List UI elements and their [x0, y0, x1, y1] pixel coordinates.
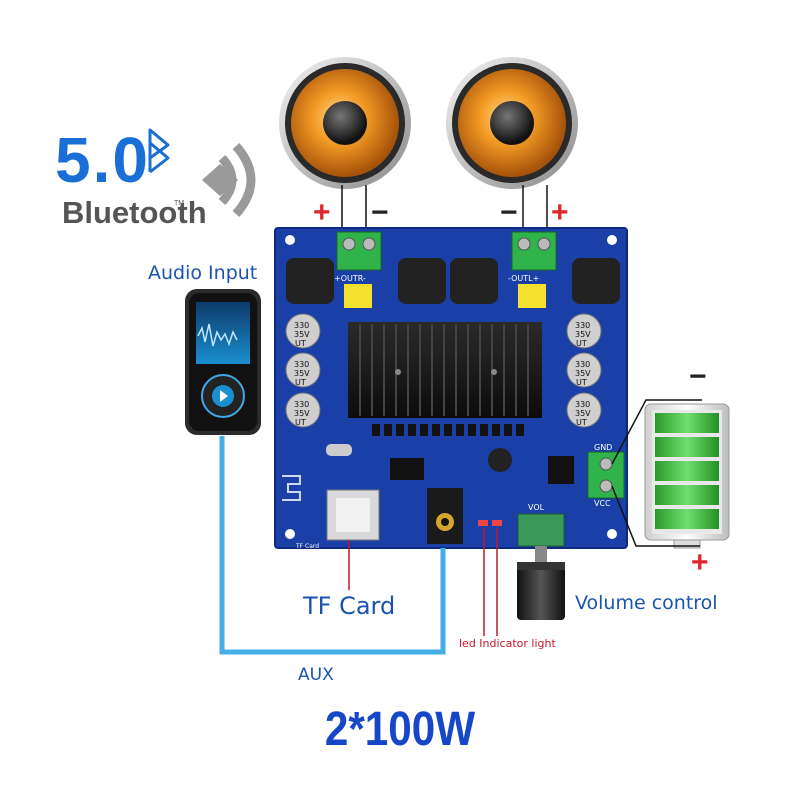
- svg-text:35V: 35V: [294, 409, 310, 418]
- battery-minus: −: [689, 360, 707, 393]
- board-vcc-label: VCC: [594, 499, 611, 508]
- audio-player-device: [185, 289, 261, 435]
- board-out-right-label: -OUTL+: [508, 274, 539, 283]
- svg-text:35V: 35V: [294, 369, 310, 378]
- volume-knob: [517, 546, 565, 620]
- right-speaker: [446, 57, 578, 189]
- battery-wires: [611, 399, 702, 547]
- svg-text:UT: UT: [576, 418, 587, 427]
- svg-text:330: 330: [575, 360, 590, 369]
- svg-text:35V: 35V: [294, 330, 310, 339]
- aux-cable: [219, 436, 446, 655]
- led-indicator-label: led Indicator light: [459, 637, 556, 650]
- amplifier-board: [274, 227, 628, 549]
- board-out-left-label: +OUTR-: [334, 274, 366, 283]
- audio-input-label: Audio Input: [148, 262, 258, 284]
- svg-text:330: 330: [575, 321, 590, 330]
- power-rating: 2*100W: [324, 703, 476, 756]
- right-speaker-minus: −: [500, 196, 518, 229]
- board-tf-label: TF Card: [295, 543, 319, 550]
- tf-card-label: TF Card: [303, 592, 396, 620]
- svg-text:UT: UT: [295, 339, 306, 348]
- svg-text:UT: UT: [576, 339, 587, 348]
- left-speaker-plus: +: [313, 196, 331, 229]
- svg-text:35V: 35V: [575, 409, 591, 418]
- bluetooth-trademark: TM: [174, 200, 185, 207]
- capacitor-labels: 330 35V UT 330 35V UT 330 35V UT 330 35V…: [294, 321, 591, 427]
- right-speaker-plus: +: [551, 196, 569, 229]
- svg-text:330: 330: [294, 321, 309, 330]
- bluetooth-wordmark: Bluetooth: [62, 195, 207, 230]
- svg-text:330: 330: [294, 400, 309, 409]
- wireless-waves-icon: [202, 143, 256, 217]
- svg-text:UT: UT: [576, 378, 587, 387]
- aux-label: AUX: [298, 665, 334, 685]
- svg-text:330: 330: [294, 360, 309, 369]
- left-speaker-minus: −: [371, 196, 389, 229]
- left-speaker: [279, 57, 411, 189]
- svg-text:35V: 35V: [575, 330, 591, 339]
- bluetooth-version: 5.0: [55, 124, 150, 196]
- board-gnd-label: GND: [594, 443, 612, 452]
- board-vol-label: VOL: [528, 503, 545, 512]
- battery-icon: [644, 403, 730, 549]
- svg-text:UT: UT: [295, 378, 306, 387]
- svg-text:330: 330: [575, 400, 590, 409]
- svg-text:35V: 35V: [575, 369, 591, 378]
- battery-plus: +: [691, 546, 709, 579]
- svg-text:UT: UT: [295, 418, 306, 427]
- volume-control-label: Volume control: [575, 592, 718, 614]
- bluetooth-icon: [148, 128, 170, 174]
